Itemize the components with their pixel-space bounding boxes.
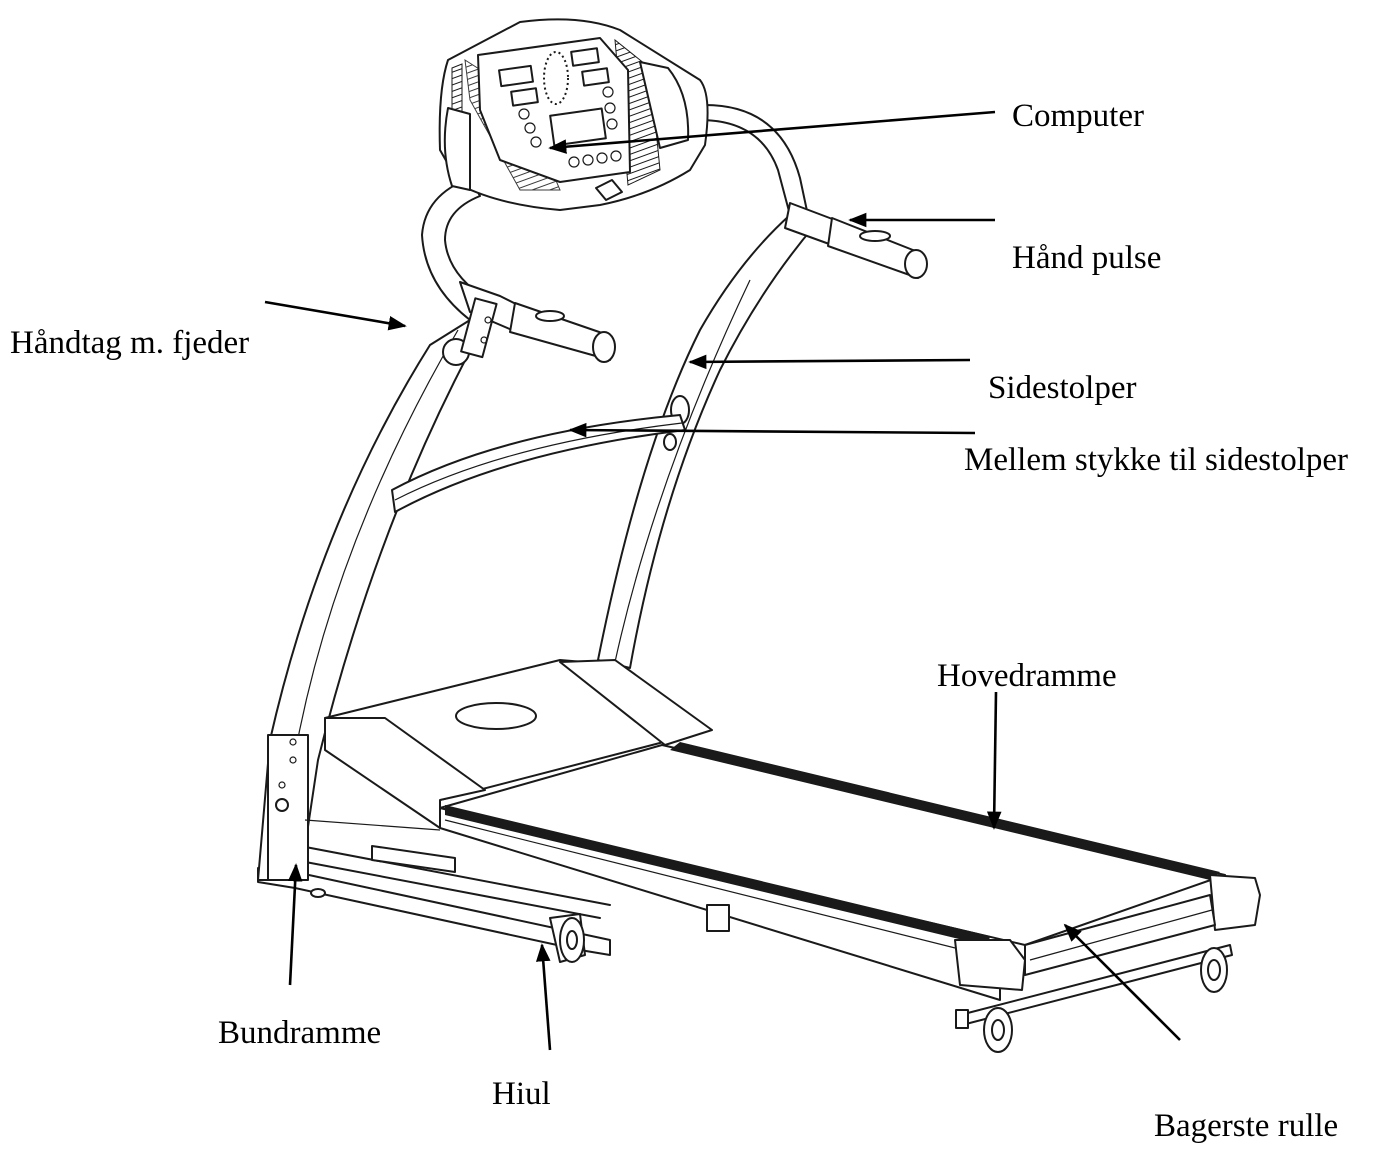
main-frame (304, 742, 1261, 1001)
motor-hood (324, 659, 713, 829)
arrow-wheel (535, 943, 552, 1051)
arrow-main-frame (986, 691, 1002, 830)
left-handlebar (421, 177, 616, 366)
label-rear-roller: Bagerste rulle (1154, 1108, 1339, 1144)
front-wheel (549, 913, 586, 963)
label-computer: Computer (1012, 98, 1144, 134)
right-upright (597, 214, 816, 669)
leader-arrows (264, 110, 1181, 1051)
label-base-frame: Bundramme (218, 1015, 382, 1051)
label-main-frame: Hovedramme (937, 658, 1117, 694)
rear-roller (955, 944, 1233, 1053)
label-hand-pulse: Hånd pulse (1012, 240, 1162, 276)
label-side-posts: Sidestolper (988, 370, 1137, 406)
right-handlebar (699, 104, 928, 279)
arrow-cross-bar (568, 422, 976, 438)
label-cross-bar: Mellem stykke til sidestolper (964, 442, 1349, 478)
arrow-base-frame (287, 863, 303, 986)
console (438, 18, 709, 211)
base-frame (257, 844, 611, 956)
arrow-computer (548, 110, 996, 154)
label-handle-spring: Håndtag m. fjeder (10, 325, 250, 361)
arrow-side-posts (688, 354, 971, 370)
label-wheel: Hiul (492, 1076, 551, 1112)
arrow-rear-roller (1063, 923, 1181, 1041)
arrow-handle-spring (264, 300, 407, 331)
